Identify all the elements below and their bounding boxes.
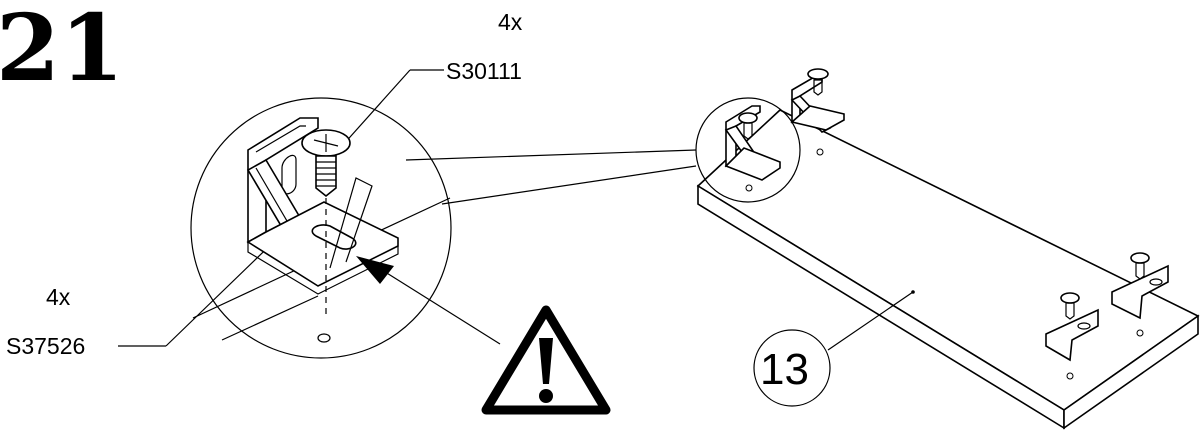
bracket-part-code: S37526 (6, 333, 85, 359)
bracket-quantity: 4x (46, 284, 71, 310)
panel-part-number: 13 (760, 345, 809, 394)
bracket-detail-illustration (246, 117, 501, 345)
magnified-detail-view (190, 97, 697, 359)
screw-quantity: 4x (498, 9, 523, 35)
screw-leader-line (341, 69, 444, 147)
warning-triangle-icon (481, 305, 611, 415)
panel-part-callout: 13 (753, 291, 914, 407)
bracket-bottom-right-upper (1111, 252, 1169, 320)
detail-reference-circle (695, 97, 801, 203)
bracket-top-right (790, 68, 845, 133)
screw-part-code: S30111 (446, 58, 522, 84)
bracket-bottom-right-lower (1045, 292, 1099, 362)
step-number: 21 (0, 0, 124, 102)
